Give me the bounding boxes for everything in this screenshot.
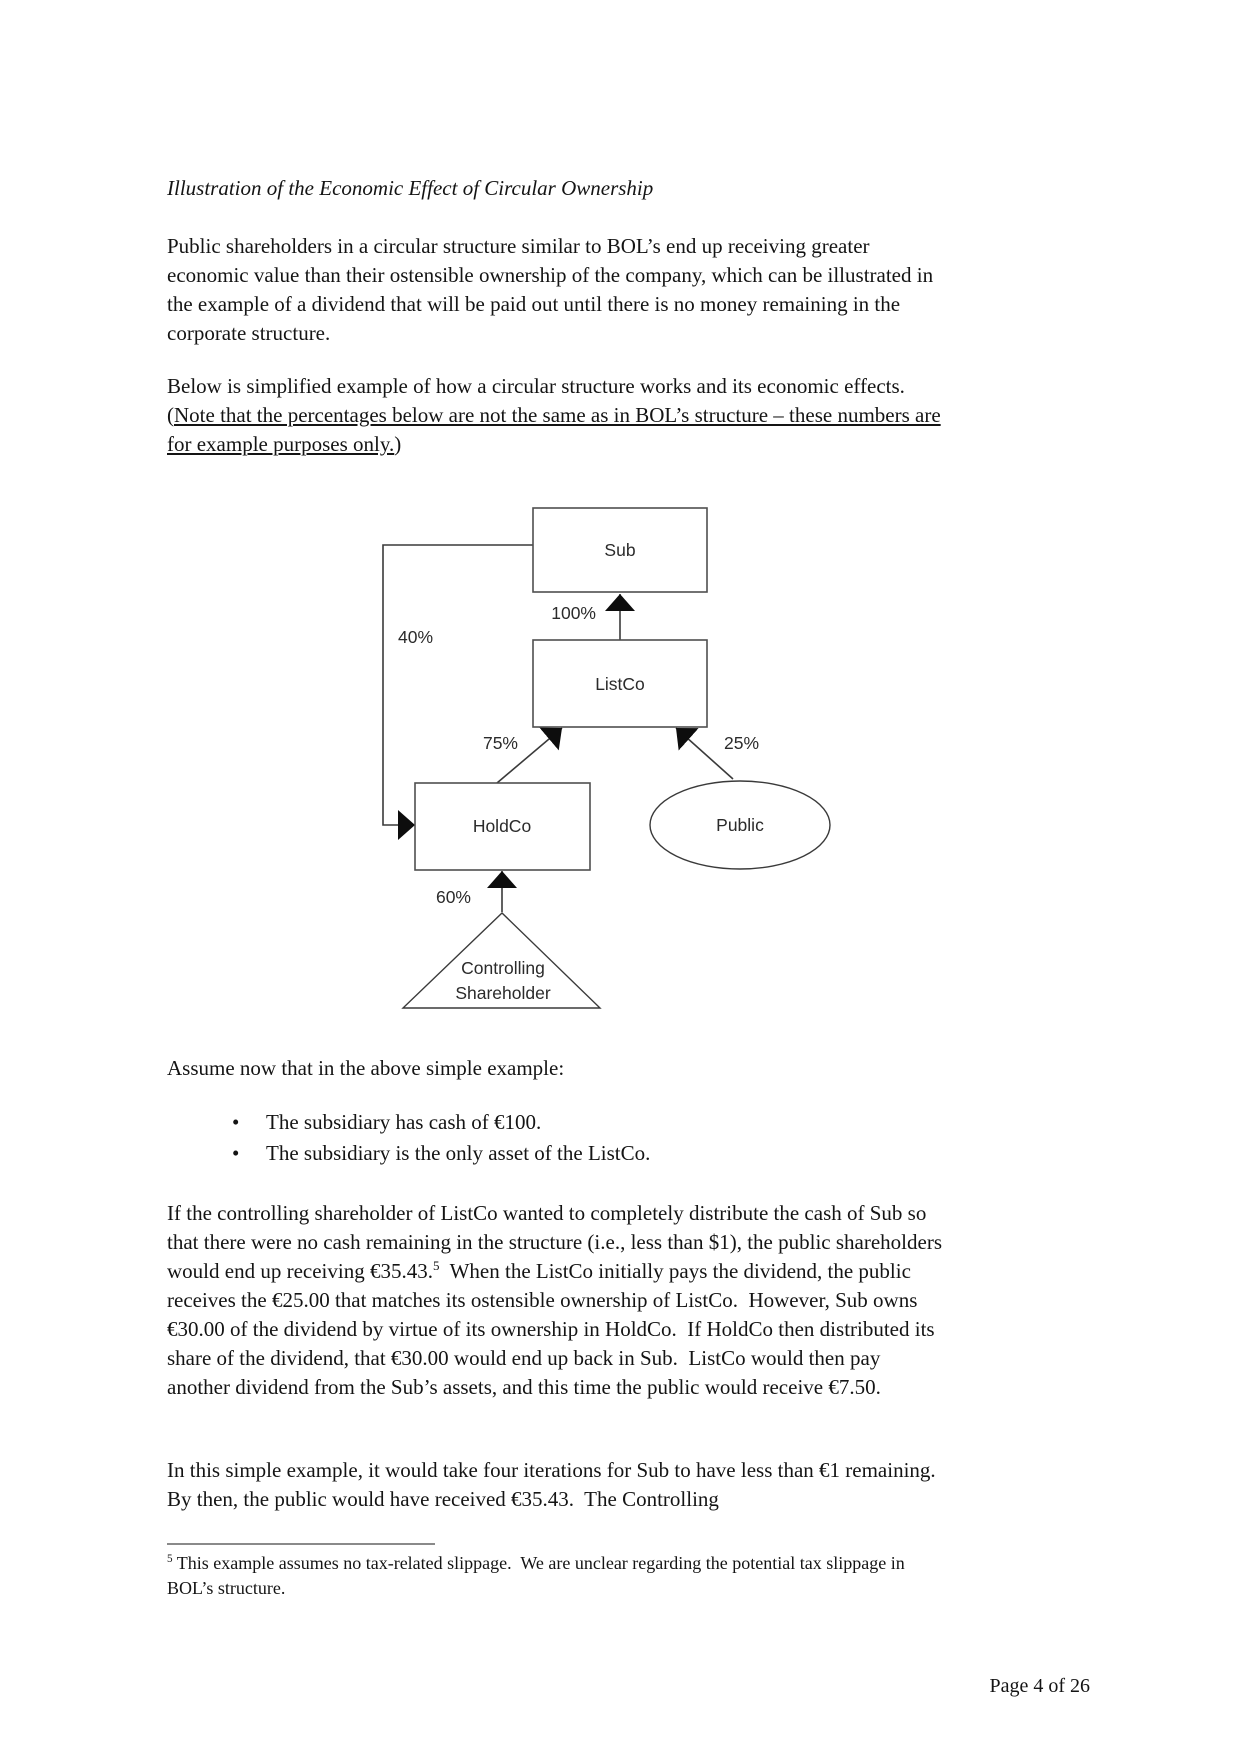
- list-item: • The subsidiary is the only asset of th…: [167, 1138, 945, 1169]
- bullet-icon: •: [232, 1110, 240, 1134]
- node-holdco-box: [414, 782, 591, 871]
- edge-public-to-listco-25pct: [675, 727, 734, 780]
- label-controlling-line1: Controlling: [461, 958, 545, 978]
- bullet-icon: •: [232, 1141, 240, 1165]
- paragraph-iterations: In this simple example, it would take fo…: [167, 1458, 941, 1511]
- paragraph-intro: Public shareholders in a circular struct…: [167, 234, 934, 345]
- node-listco-box: [532, 639, 708, 728]
- label-sub: Sub: [604, 540, 635, 560]
- p2-lead-text: Below is simplified example of how a cir…: [167, 374, 911, 427]
- p2-underlined-text: Note that the percentages below are not …: [167, 403, 941, 456]
- bullet-list: • The subsidiary has cash of €100. • The…: [167, 1107, 945, 1169]
- p3-text-after-footnote: When the ListCo initially pays the divid…: [167, 1259, 935, 1399]
- bullet-text-2: The subsidiary is the only asset of the …: [266, 1141, 651, 1165]
- p2-tail-text: ): [394, 432, 402, 456]
- label-controlling-line2: Shareholder: [455, 983, 551, 1003]
- label-100pct: 100%: [551, 603, 596, 623]
- section-title: Illustration of the Economic Effect of C…: [167, 176, 654, 200]
- label-25pct: 25%: [724, 733, 759, 753]
- footnote-marker: 5: [167, 1553, 173, 1565]
- node-controlling-shareholder-triangle: [401, 912, 602, 1009]
- p3-text-before-footnote: If the controlling shareholder of ListCo…: [167, 1201, 942, 1283]
- label-40pct: 40%: [398, 627, 433, 647]
- paragraph-distribution: If the controlling shareholder of ListCo…: [167, 1199, 945, 1402]
- label-holdco: HoldCo: [473, 816, 531, 836]
- list-item: • The subsidiary has cash of €100.: [167, 1107, 945, 1138]
- ownership-structure-diagram: Sub ListCo HoldCo Public Controlling Sha…: [382, 507, 831, 1009]
- label-listco: ListCo: [595, 674, 645, 694]
- paragraph-assume: Assume now that in the above simple exam…: [167, 1056, 565, 1080]
- label-60pct: 60%: [436, 887, 471, 907]
- label-public: Public: [716, 815, 764, 835]
- node-public-ellipse: [649, 780, 831, 870]
- edge-sub-to-holdco-40pct: [382, 544, 533, 840]
- page-number: Page 4 of 26: [989, 1675, 1090, 1697]
- edge-holdco-to-listco-75pct: [496, 727, 563, 784]
- footnote-reference: 5: [432, 1258, 440, 1273]
- paragraph-example-note: Below is simplified example of how a cir…: [167, 372, 945, 459]
- node-sub-box: [532, 507, 708, 593]
- footnote: 5 This example assumes no tax-related sl…: [167, 1551, 945, 1601]
- footnote-separator: [167, 1543, 435, 1545]
- label-75pct: 75%: [483, 733, 518, 753]
- footnote-text: This example assumes no tax-related slip…: [167, 1553, 905, 1598]
- bullet-text-1: The subsidiary has cash of €100.: [266, 1110, 542, 1134]
